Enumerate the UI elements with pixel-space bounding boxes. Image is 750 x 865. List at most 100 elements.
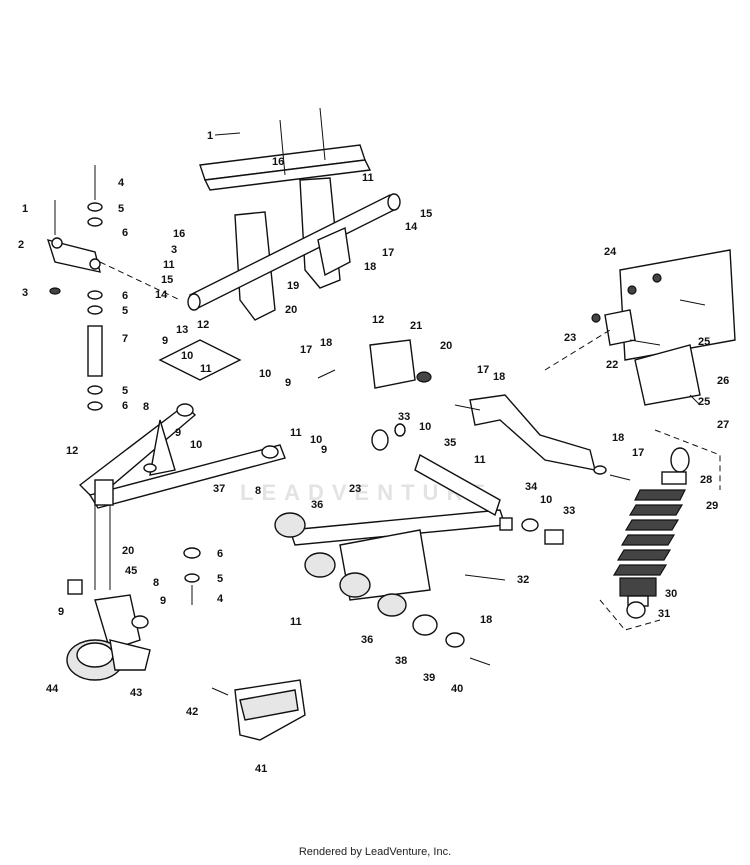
callout-42: 42	[186, 706, 198, 718]
callout-11e: 11	[474, 454, 486, 466]
callout-24: 24	[604, 246, 617, 258]
callout-9e: 9	[160, 595, 166, 607]
callout-8c: 8	[153, 577, 159, 589]
callout-7: 7	[122, 333, 128, 345]
a-arm	[78, 339, 286, 590]
callout-9f: 9	[58, 606, 64, 618]
spindle-assembly	[46, 165, 181, 411]
callout-29: 29	[706, 500, 718, 512]
callout-6c: 6	[122, 400, 128, 412]
callout-39: 39	[423, 672, 435, 684]
callout-37: 37	[213, 483, 225, 495]
spindle-housing	[66, 547, 201, 681]
callout-3b: 3	[22, 287, 28, 299]
pivot-arm-assembly	[274, 339, 564, 666]
callout-17: 17	[382, 247, 394, 259]
callout-10c: 10	[419, 421, 431, 433]
callout-9c: 9	[175, 427, 181, 439]
callout-3: 3	[171, 244, 177, 256]
callout-12c: 12	[66, 445, 78, 457]
callout-33: 33	[398, 411, 410, 423]
callout-8b: 8	[255, 485, 261, 497]
callout-32: 32	[517, 574, 529, 586]
callout-22: 22	[606, 359, 618, 371]
right-frame-bracket	[544, 249, 736, 406]
callout-45: 45	[125, 565, 137, 577]
callout-11d: 11	[290, 427, 302, 439]
callout-2: 2	[18, 239, 24, 251]
callout-41: 41	[255, 763, 267, 775]
callout-5b: 5	[122, 305, 128, 317]
callout-23: 23	[349, 483, 361, 495]
callout-11c: 11	[200, 363, 212, 375]
callout-11: 11	[362, 172, 374, 184]
callout-26: 26	[717, 375, 729, 387]
callout-11b: 11	[163, 259, 175, 271]
callout-43: 43	[130, 687, 142, 699]
callout-6b: 6	[122, 290, 128, 302]
callout-12: 12	[197, 319, 209, 331]
callout-20: 20	[285, 304, 297, 316]
callout-10e: 10	[190, 439, 202, 451]
callout-30: 30	[665, 588, 677, 600]
callout-15b: 15	[161, 274, 173, 286]
callout-17c: 17	[477, 364, 489, 376]
callout-25: 25	[698, 336, 710, 348]
callout-31: 31	[658, 608, 670, 620]
callout-18c: 18	[493, 371, 505, 383]
callout-15: 15	[420, 208, 432, 220]
callout-9: 9	[162, 335, 168, 347]
callout-14: 14	[405, 221, 418, 233]
callout-35: 35	[444, 437, 456, 449]
callout-16b: 16	[173, 228, 185, 240]
callout-20b: 20	[440, 340, 452, 352]
callout-14b: 14	[155, 289, 168, 301]
callout-5: 5	[118, 203, 124, 215]
callout-1b: 1	[22, 203, 28, 215]
callout-25b: 25	[698, 396, 710, 408]
callout-1: 1	[207, 130, 213, 142]
callout-4: 4	[118, 177, 125, 189]
callout-27: 27	[717, 419, 729, 431]
callout-8: 8	[143, 401, 149, 413]
callout-40: 40	[451, 683, 463, 695]
callout-10f: 10	[540, 494, 552, 506]
callout-18: 18	[364, 261, 376, 273]
callout-6: 6	[122, 227, 128, 239]
callout-labels: 1 16 4 11 15 14 17 18 1 5 6 2 16 3 11 15…	[18, 130, 729, 775]
callout-12b: 12	[372, 314, 384, 326]
shock-absorber	[599, 429, 721, 631]
frame-assembly	[187, 107, 401, 321]
callout-28: 28	[700, 474, 712, 486]
callout-21: 21	[410, 320, 422, 332]
callout-18b: 18	[320, 337, 332, 349]
callout-17d: 17	[632, 447, 644, 459]
footer-credit: Rendered by LeadVenture, Inc.	[298, 846, 452, 858]
callout-13: 13	[176, 324, 188, 336]
callout-11f: 11	[290, 616, 302, 628]
callout-18d: 18	[612, 432, 624, 444]
callout-44: 44	[46, 683, 59, 695]
callout-9b: 9	[285, 377, 291, 389]
callout-36: 36	[311, 499, 323, 511]
callout-36b: 36	[361, 634, 373, 646]
callout-10: 10	[181, 350, 193, 362]
callout-5c: 5	[122, 385, 128, 397]
callout-9d: 9	[321, 444, 327, 456]
callout-10b: 10	[259, 368, 271, 380]
link-bracket	[454, 394, 631, 481]
shield	[211, 679, 306, 741]
callout-16: 16	[272, 156, 284, 168]
callout-34: 34	[525, 481, 538, 493]
callout-18e: 18	[480, 614, 492, 626]
callout-17b: 17	[300, 344, 312, 356]
callout-10d: 10	[310, 434, 322, 446]
callout-19: 19	[287, 280, 299, 292]
callout-6d: 6	[217, 548, 223, 560]
callout-23b: 23	[564, 332, 576, 344]
callout-33b: 33	[563, 505, 575, 517]
callout-4b: 4	[217, 593, 224, 605]
callout-5d: 5	[217, 573, 223, 585]
callout-20c: 20	[122, 545, 134, 557]
